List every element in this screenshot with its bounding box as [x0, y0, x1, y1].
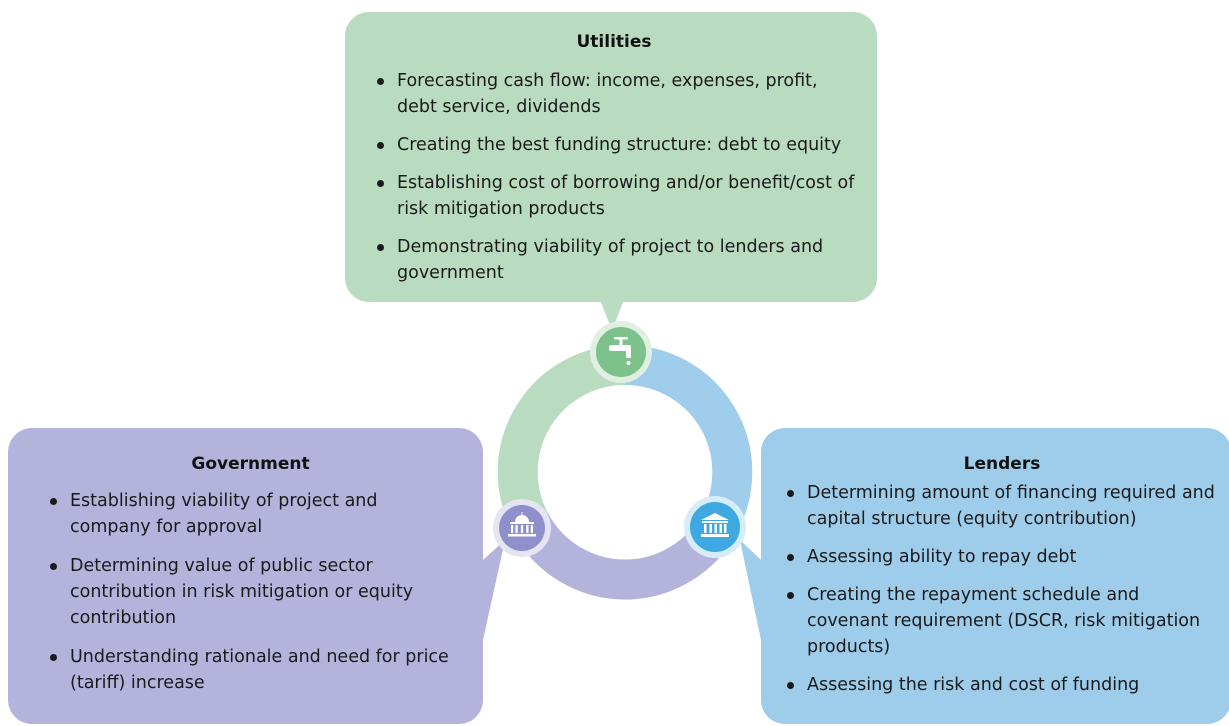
list-item: Assessing ability to repay debt	[783, 544, 1221, 570]
list-item: Creating the best funding structure: deb…	[373, 132, 855, 158]
lenders-box: Lenders Determining amount of financing …	[761, 428, 1229, 724]
utilities-list: Forecasting cash flow: income, expenses,…	[373, 68, 855, 286]
government-node	[493, 499, 551, 557]
government-connector	[483, 540, 505, 640]
lenders-connector	[740, 540, 761, 640]
list-item: Understanding rationale and need for pri…	[46, 644, 455, 696]
list-item: Demonstrating viability of project to le…	[373, 234, 855, 286]
list-item: Forecasting cash flow: income, expenses,…	[373, 68, 855, 120]
list-item: Creating the repayment schedule and cove…	[783, 582, 1221, 660]
utilities-title: Utilities	[576, 32, 652, 52]
government-building-icon	[508, 512, 536, 537]
utilities-node	[590, 321, 652, 383]
list-item: Establishing viability of project and co…	[46, 488, 455, 540]
water-tap-icon	[609, 337, 631, 365]
government-list: Establishing viability of project and co…	[46, 488, 455, 696]
utilities-box: Utilities Forecasting cash flow: income,…	[345, 12, 877, 302]
utilities-connector	[600, 300, 624, 330]
lenders-node	[684, 496, 746, 558]
government-box: Government Establishing viability of pro…	[8, 428, 483, 724]
list-item: Determining amount of financing required…	[783, 480, 1221, 532]
lenders-title: Lenders	[963, 454, 1041, 474]
list-item: Establishing cost of borrowing and/or be…	[373, 170, 855, 222]
lenders-list: Determining amount of financing required…	[783, 480, 1221, 698]
list-item: Assessing the risk and cost of funding	[783, 672, 1221, 698]
list-item: Determining value of public sector contr…	[46, 553, 455, 631]
bank-icon	[701, 513, 729, 537]
ring-segment-utilities	[497, 344, 626, 532]
ring-segment-lenders	[624, 344, 753, 532]
government-title: Government	[191, 454, 310, 474]
